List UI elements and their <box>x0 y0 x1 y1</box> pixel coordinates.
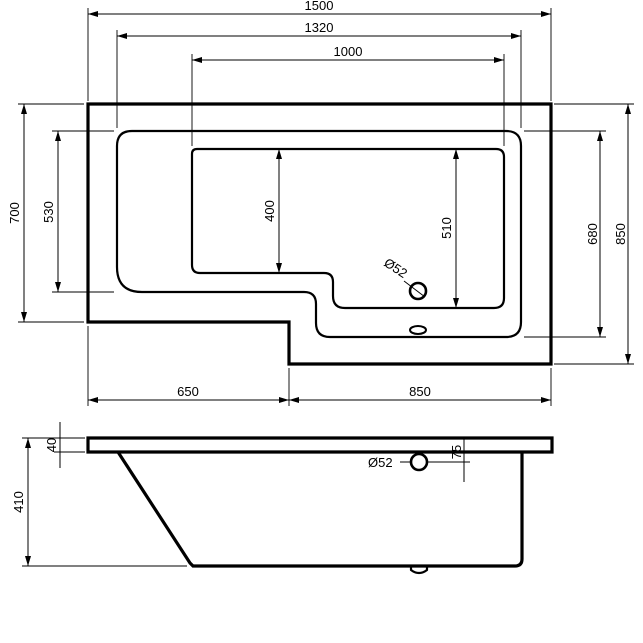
side-overflow-label: Ø52 <box>368 455 393 470</box>
plan-view: 1500 1320 1000 700 530 400 510 680 <box>7 0 634 406</box>
dim-label-1000: 1000 <box>334 44 363 59</box>
dim-label-40: 40 <box>44 438 59 452</box>
plan-waste-outlet <box>409 325 427 335</box>
dim-label-680: 680 <box>585 223 600 245</box>
plan-overflow-label: Ø52 <box>381 255 410 281</box>
dim-label-850-vertical: 850 <box>613 223 628 245</box>
plan-overflow-circle <box>408 281 428 301</box>
dim-label-510: 510 <box>439 217 454 239</box>
side-waste <box>409 566 429 575</box>
dim-label-850-horizontal: 850 <box>409 384 431 399</box>
dim-label-650: 650 <box>177 384 199 399</box>
dim-label-410: 410 <box>11 491 26 513</box>
dim-label-1500: 1500 <box>305 0 334 13</box>
side-view: Ø52 75 40 410 <box>11 422 554 575</box>
dim-label-75: 75 <box>449 445 464 459</box>
side-body <box>116 451 524 568</box>
plan-overflow-leader <box>403 280 426 298</box>
plan-inner-rim <box>115 129 523 339</box>
dim-label-700: 700 <box>7 202 22 224</box>
dim-label-1320: 1320 <box>305 20 334 35</box>
dim-label-400: 400 <box>262 200 277 222</box>
plan-flat-base <box>190 147 506 310</box>
plan-outer-outline <box>86 102 553 366</box>
side-overflow-circle <box>409 452 429 472</box>
dim-label-530: 530 <box>41 201 56 223</box>
side-rim <box>86 436 554 454</box>
